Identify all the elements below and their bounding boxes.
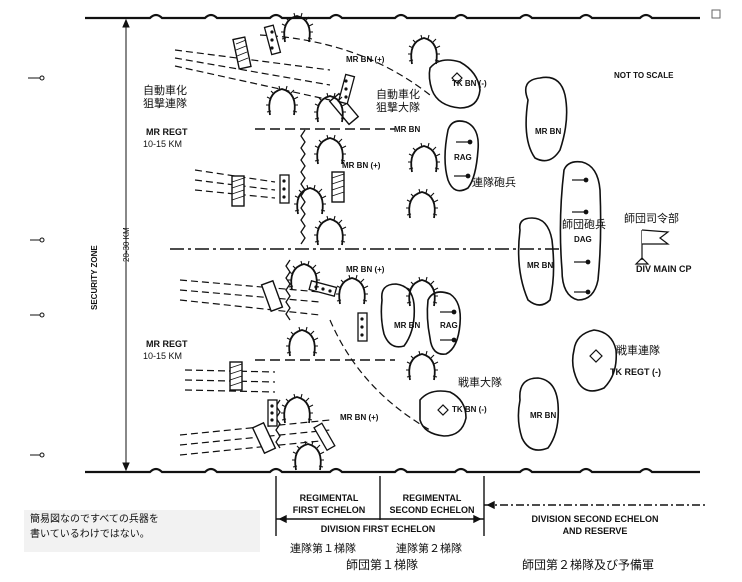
division-first-echelon-label: DIVISION FIRST ECHELON: [320, 524, 436, 534]
mr-bn-plus-label-1: MR BN (+): [346, 55, 385, 64]
mr-bn-plus-label-3: MR BN (+): [346, 265, 385, 274]
mr-bn-plus-label-4: MR BN (+): [340, 413, 379, 422]
jp-div-artillery-label: 師団砲兵: [562, 218, 606, 231]
rag-lower: [426, 291, 462, 355]
jp-sniper-regt-label: 自動車化 狙撃連隊: [143, 84, 187, 111]
simplification-note: 簡易図なのですべての兵器を 書いているわけではない。: [24, 510, 260, 552]
mr-bn-area-rear-top: [524, 76, 568, 162]
regt-lower-width: 10-15 KM: [143, 351, 183, 361]
dag-area: [559, 160, 602, 301]
regimental-first-echelon-label: REGIMENTAL FIRST ECHELON: [292, 493, 366, 515]
jp-regt-first-label: 連隊第１梯隊: [290, 542, 356, 555]
regimental-second-echelon-label: REGIMENTAL SECOND ECHELON: [389, 493, 475, 515]
tk-bn-label-2: TK BN (-): [452, 405, 487, 414]
mr-bn-area-rear-mid: [517, 217, 555, 306]
jp-div-hq-label: 師団司令部: [624, 212, 679, 225]
top-boundary: [85, 13, 700, 20]
jp-tank-bn-label: 戦車大隊: [458, 376, 502, 389]
div-main-cp-label: DIV MAIN CP: [636, 264, 692, 274]
division-second-echelon-label: DIVISION SECOND ECHELON AND RESERVE: [531, 514, 659, 536]
depth-label: 20-30 KM: [122, 227, 131, 262]
jp-div-second-label: 師団第２梯隊及び予備軍: [522, 558, 655, 572]
mr-bn-label-2: MR BN: [394, 321, 421, 330]
tk-regt-area: [571, 329, 618, 392]
rag-label-1: RAG: [454, 153, 472, 162]
tk-bn-label-1: TK BN (-): [452, 79, 487, 88]
jp-regt-artillery-label: 連隊砲兵: [472, 176, 516, 189]
mr-bn-label-1: MR BN: [394, 125, 421, 134]
mr-bn-area-rear-bot: [517, 377, 560, 451]
tk-bn-area-top: [428, 59, 481, 109]
regt-upper-width: 10-15 KM: [143, 139, 183, 149]
zigzag-lower-a: [285, 259, 291, 321]
mr-bn-label-rear-1: MR BN: [535, 127, 562, 136]
jp-div-first-label: 師団第１梯隊: [346, 558, 419, 572]
rag-label-2: RAG: [440, 321, 458, 330]
regt-lower-label: MR REGT: [146, 339, 188, 349]
tk-bn-area-bot: [419, 390, 467, 437]
zigzag-upper: [300, 129, 306, 245]
jp-sniper-bn-label: 自動車化 狙撃大隊: [376, 88, 420, 115]
not-to-scale-label: NOT TO SCALE: [614, 71, 674, 80]
rag-upper: [444, 120, 480, 192]
div-main-cp-flag-icon: [634, 229, 670, 265]
simplification-note-text: 簡易図なのですべての兵器を 書いているわけではない。: [30, 514, 159, 540]
tk-regt-label: TK REGT (-): [610, 367, 661, 377]
jp-regt-second-label: 連隊第２梯隊: [396, 542, 462, 555]
mr-bn-area-mid: [380, 283, 416, 348]
dag-label: DAG: [574, 235, 592, 244]
bottom-boundary: [85, 467, 700, 474]
regt-upper-label: MR REGT: [146, 127, 188, 137]
mr-bn-label-rear-3: MR BN: [530, 411, 557, 420]
security-zone-label: SECURITY ZONE: [90, 245, 99, 310]
mr-bn-label-rear-2: MR BN: [527, 261, 554, 270]
mr-bn-plus-label-2: MR BN (+): [342, 161, 381, 170]
jp-tank-regt-label: 戦車連隊: [616, 344, 660, 357]
